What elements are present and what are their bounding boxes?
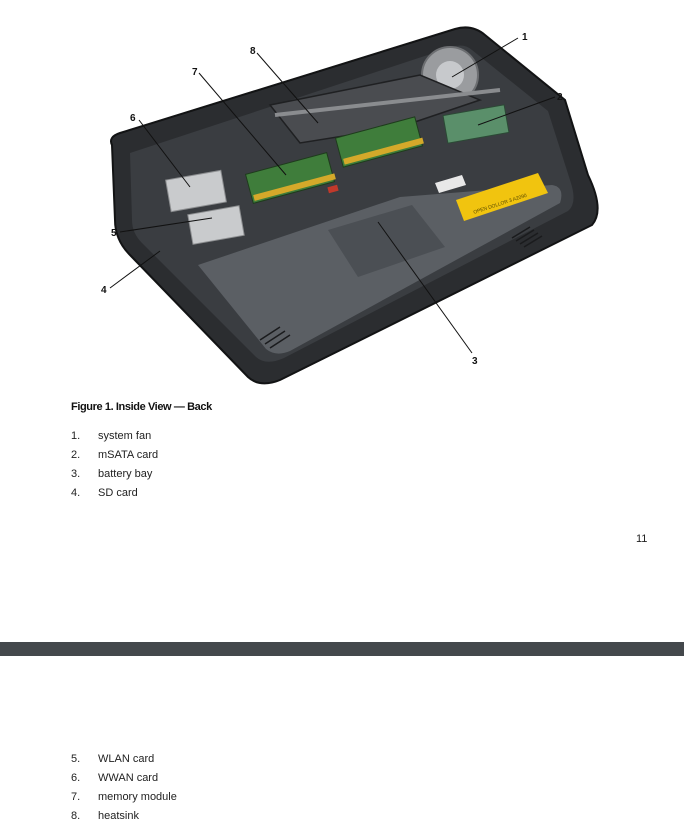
figure-caption: Figure 1. Inside View — Back xyxy=(71,401,212,413)
list-item-number: 1. xyxy=(71,430,81,442)
callout-2: 2 xyxy=(557,92,563,103)
wwan-card xyxy=(165,169,227,213)
leader-line-3 xyxy=(377,221,473,354)
list-item-label: WLAN card xyxy=(98,753,155,765)
list-item-label: mSATA card xyxy=(98,449,159,461)
laptop-illustration: OPEN DOLLOR 3 A2090 1 2 3 4 5 6 7 8 xyxy=(101,26,599,385)
wlan-card xyxy=(187,205,245,245)
leader-line-5 xyxy=(119,217,213,233)
list-item-label: battery bay xyxy=(98,468,153,480)
component-list-page-2: 5.WLAN card 6.WWAN card 7.memory module … xyxy=(71,752,177,828)
list-item: 2. mSATA card xyxy=(71,448,158,467)
memory-module xyxy=(244,116,424,204)
yellow-sticker xyxy=(456,173,548,221)
list-item-number: 5. xyxy=(71,753,81,765)
list-item: 7. memory module xyxy=(71,790,177,809)
callout-1: 1 xyxy=(522,32,528,43)
inside-view-figure: OPEN DOLLOR 3 A2090 1 2 3 4 5 6 7 8 xyxy=(60,15,645,390)
list-item-number: 6. xyxy=(71,772,81,784)
callout-4: 4 xyxy=(101,285,107,296)
list-item-label: WWAN card xyxy=(98,772,159,784)
leader-line-6 xyxy=(138,119,191,188)
list-item-label: SD card xyxy=(98,487,138,499)
leader-line-8 xyxy=(256,52,319,124)
msata-card xyxy=(442,104,510,144)
leader-line-2 xyxy=(477,96,556,126)
list-item-label: system fan xyxy=(98,430,152,442)
page-number: 11 xyxy=(636,533,648,545)
callout-7: 7 xyxy=(192,67,198,78)
callout-3: 3 xyxy=(472,356,478,367)
list-item: 1. system fan xyxy=(71,429,158,448)
list-item: 4. SD card xyxy=(71,486,158,505)
list-item: 8. heatsink xyxy=(71,809,177,828)
leader-line-4 xyxy=(109,250,161,289)
callout-5: 5 xyxy=(111,228,117,239)
list-item-number: 8. xyxy=(71,810,81,822)
list-item: 6. WWAN card xyxy=(71,771,177,790)
page-separator xyxy=(0,642,684,656)
battery-bay-floor xyxy=(328,205,445,277)
list-item-label: heatsink xyxy=(98,810,139,822)
white-sticker xyxy=(435,175,466,193)
leader-line-1 xyxy=(451,37,519,78)
system-fan-hub xyxy=(436,61,464,89)
callout-6: 6 xyxy=(130,113,136,124)
list-item-label: memory module xyxy=(98,791,177,803)
red-tab xyxy=(327,184,339,194)
leader-line-7 xyxy=(198,72,287,176)
list-item: 5. WLAN card xyxy=(71,752,177,771)
list-item-number: 2. xyxy=(71,449,81,461)
component-list-page-1: 1.system fan 2.mSATA card 3.battery bay … xyxy=(71,429,158,505)
list-item-number: 4. xyxy=(71,487,81,499)
heatsink xyxy=(268,74,483,144)
list-item: 3. battery bay xyxy=(71,467,158,486)
list-item-number: 7. xyxy=(71,791,81,803)
list-item-number: 3. xyxy=(71,468,81,480)
vent-grille xyxy=(259,226,543,349)
callout-8: 8 xyxy=(250,46,256,57)
